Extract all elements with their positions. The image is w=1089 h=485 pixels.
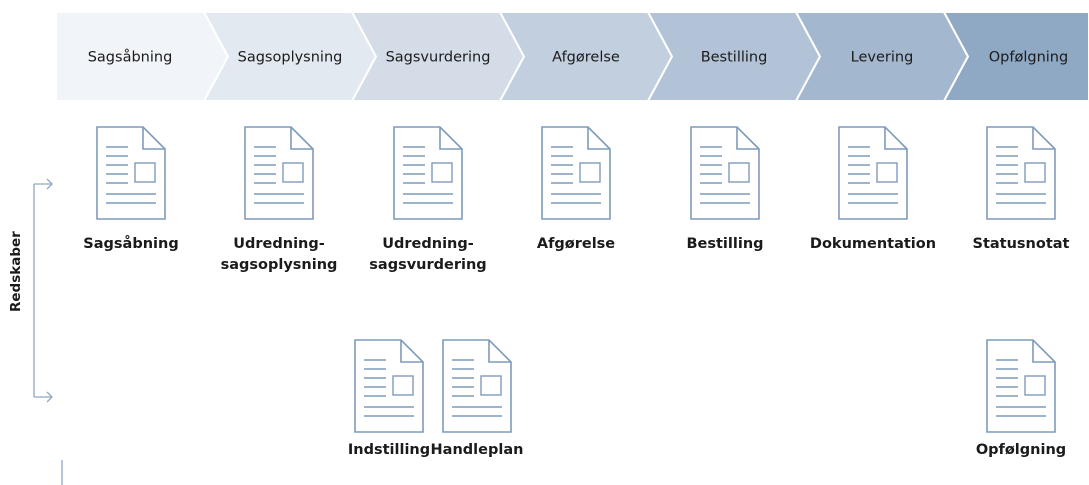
tool-label: Udredning- sagsoplysning [220,236,338,273]
tool-label: Indstilling [347,442,431,458]
document-icon [690,126,760,220]
tool-label: Statusnotat [972,236,1070,252]
tool-label: Afgørelse [536,236,616,252]
document-icon [244,126,314,220]
tool-label: Bestilling [686,236,764,252]
process-step-shape [942,11,1089,102]
process-step-label: Bestilling [701,50,768,66]
document-icon [96,126,166,220]
document-icon [442,339,512,433]
tool-label: Sagsåbning [83,236,179,252]
document-icon [838,126,908,220]
tool-label: Opfølgning [975,442,1067,458]
document-icon [986,126,1056,220]
tool-label: Dokumentation [809,236,937,252]
document-icon [354,339,424,433]
tool-label: Udredning- sagsvurdering [369,236,487,273]
process-step-label: Levering [851,50,914,66]
process-step-label: Sagsvurdering [386,50,491,66]
bracket-bottom-arrowhead [46,391,53,403]
tools-side-label: Redskaber [8,231,24,312]
process-step-label: Sagsoplysning [238,50,343,66]
bracket-top-arrowhead [46,178,53,190]
document-icon [393,126,463,220]
document-icon [541,126,611,220]
process-step-label: Afgørelse [552,50,620,66]
process-chevron-row: Sagsåbning Sagsoplysning Sagsvurdering Afgø… [55,11,1089,102]
tools-bracket [33,178,63,485]
process-step-label: Opfølgning [989,50,1068,66]
tool-label: Handleplan [430,442,524,458]
process-step-label: Sagsåbning [88,49,173,66]
document-icon [986,339,1056,433]
